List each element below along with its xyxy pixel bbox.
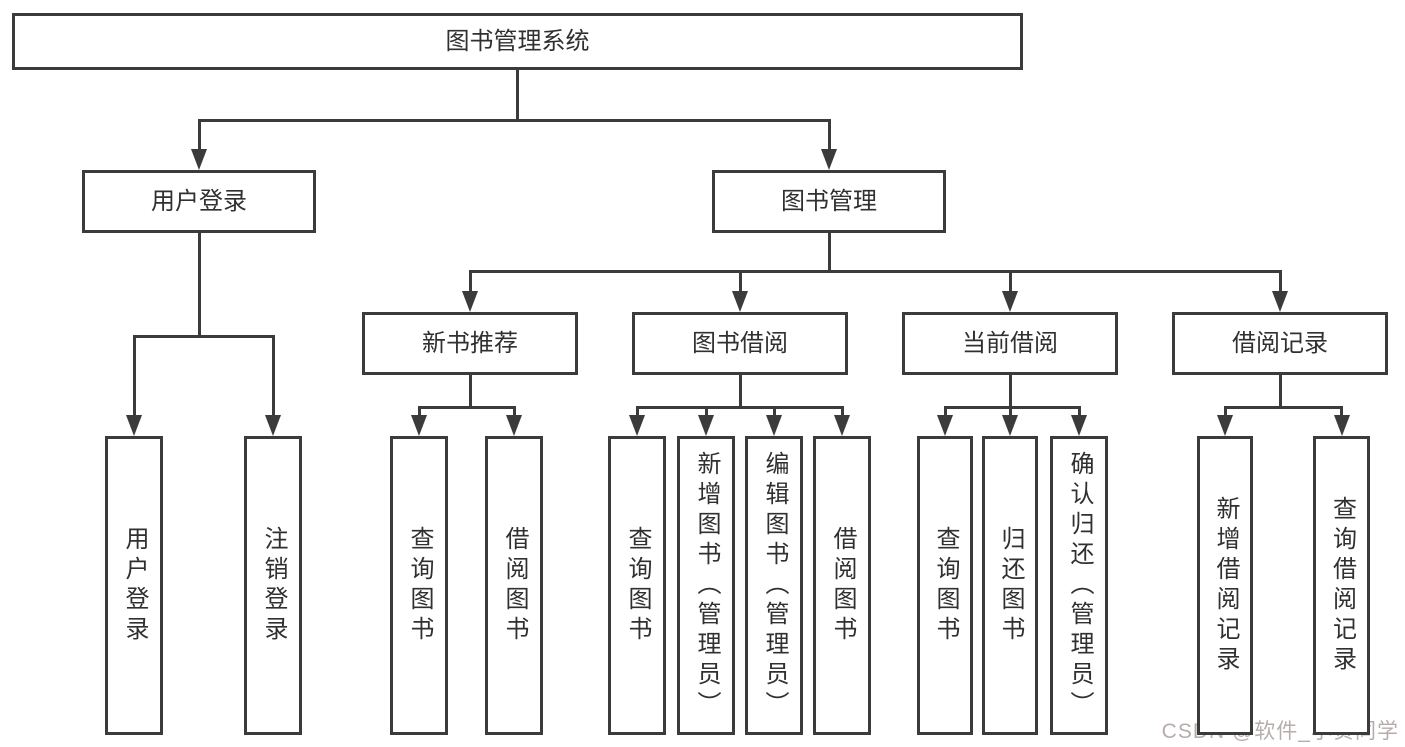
connector-drop-cb-query-books (943, 406, 947, 418)
connector-drop-login-logout (271, 335, 275, 418)
connector-rail-user-login (132, 335, 275, 338)
connector-arrow-book-mgmt (821, 149, 837, 170)
node-bb-borrow-books: 借阅图书 (813, 436, 871, 735)
connector-arrow-login-logout (265, 415, 281, 436)
node-book-borrow: 图书借阅 (632, 312, 848, 375)
connector-drop-new-book-rec (468, 270, 472, 294)
node-current-borrow: 当前借阅 (902, 312, 1118, 375)
connector-arrow-user-login (191, 149, 207, 170)
connector-stub-root (516, 70, 519, 122)
node-login-user-login: 用户登录 (105, 436, 163, 735)
connector-stub-book-mgmt (827, 233, 831, 273)
node-rec-query-books: 查询图书 (390, 436, 448, 735)
connector-drop-book-borrow (738, 270, 742, 294)
connector-arrow-current-borrow (1002, 291, 1018, 312)
node-bb-query-books: 查询图书 (608, 436, 666, 735)
node-borrow-records: 借阅记录 (1172, 312, 1388, 375)
connector-stub-borrow-records (1278, 375, 1282, 409)
connector-rail-book-borrow (635, 406, 844, 409)
connector-rail-book-mgmt (468, 270, 1282, 273)
connector-drop-book-mgmt (827, 119, 831, 152)
connector-rail-current-borrow (943, 406, 1081, 409)
connector-stub-new-book-rec (468, 375, 472, 409)
connector-arrow-bb-add-books (698, 415, 714, 436)
connector-rail-borrow-records (1223, 406, 1343, 409)
connector-arrow-br-add-record (1217, 415, 1233, 436)
connector-drop-current-borrow (1008, 270, 1012, 294)
connector-drop-borrow-records (1278, 270, 1282, 294)
connector-arrow-login-user-login (126, 415, 142, 436)
connector-rail-new-book-rec (417, 406, 516, 409)
node-cb-query-books: 查询图书 (917, 436, 973, 735)
connector-arrow-rec-borrow-books (506, 415, 522, 436)
node-user-login: 用户登录 (82, 170, 316, 233)
node-br-query-record: 查询借阅记录 (1313, 436, 1370, 735)
node-book-mgmt: 图书管理 (712, 170, 946, 233)
node-br-add-record: 新增借阅记录 (1197, 436, 1253, 735)
connector-arrow-new-book-rec (462, 291, 478, 312)
connector-drop-user-login (197, 119, 201, 152)
connector-stub-book-borrow (738, 375, 742, 409)
connector-drop-br-add-record (1223, 406, 1227, 418)
node-login-logout: 注销登录 (244, 436, 302, 735)
connector-arrow-br-query-record (1333, 415, 1350, 436)
connector-arrow-borrow-records (1272, 291, 1288, 312)
node-cb-confirm-return: 确认归还（管理员） (1050, 436, 1108, 735)
connector-drop-bb-borrow-books (840, 406, 844, 418)
node-bb-edit-books: 编辑图书（管理员） (745, 436, 803, 735)
node-rec-borrow-books: 借阅图书 (485, 436, 543, 735)
connector-arrow-cb-confirm-return (1071, 415, 1087, 436)
connector-arrow-bb-query-books (629, 415, 645, 436)
connector-drop-cb-return-books (1008, 406, 1012, 418)
connector-drop-rec-query-books (417, 406, 421, 418)
node-root: 图书管理系统 (12, 13, 1023, 70)
connector-stub-user-login (197, 233, 201, 338)
node-bb-add-books: 新增图书（管理员） (677, 436, 735, 735)
connector-drop-login-user-login (132, 335, 136, 418)
connector-arrow-book-borrow (732, 291, 748, 312)
connector-stub-current-borrow (1008, 375, 1012, 409)
connector-arrow-bb-edit-books (766, 415, 782, 436)
connector-drop-bb-add-books (704, 406, 708, 418)
connector-drop-bb-query-books (635, 406, 639, 418)
connector-rail-root (197, 119, 831, 122)
connector-arrow-cb-return-books (1002, 415, 1018, 436)
connector-arrow-bb-borrow-books (834, 415, 850, 436)
node-new-book-rec: 新书推荐 (362, 312, 578, 375)
connector-drop-bb-edit-books (772, 406, 776, 418)
connector-drop-rec-borrow-books (512, 406, 516, 418)
connector-drop-cb-confirm-return (1077, 406, 1081, 418)
connector-arrow-cb-query-books (937, 415, 953, 436)
connector-arrow-rec-query-books (411, 415, 427, 436)
connector-drop-br-query-record (1340, 406, 1343, 418)
node-cb-return-books: 归还图书 (982, 436, 1038, 735)
